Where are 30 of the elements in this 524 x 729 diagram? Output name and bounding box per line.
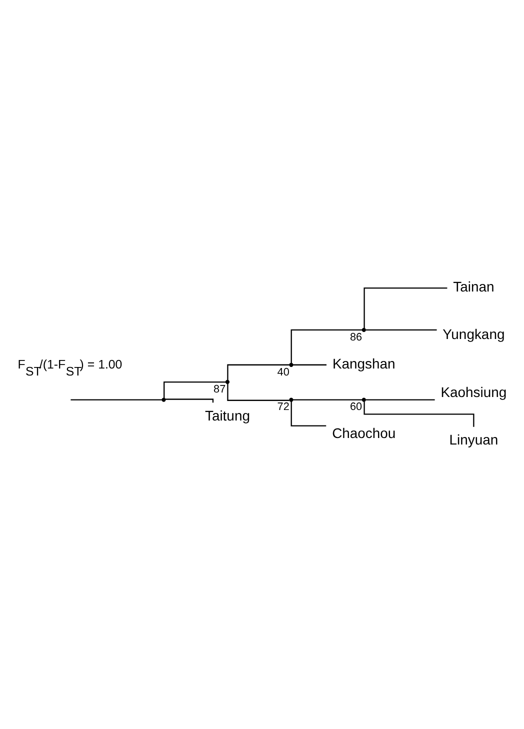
node-label: 72: [277, 401, 290, 414]
node-point: [362, 328, 366, 332]
node-point: [289, 362, 294, 367]
node-text: Chaochou: [332, 425, 396, 442]
node-point: [289, 398, 294, 402]
node-text: Yungkang: [442, 326, 505, 342]
node-text: Tainan: [453, 278, 494, 294]
node-text: Kaohsiung: [440, 384, 507, 400]
node-label: 86: [350, 331, 362, 344]
node-text: Kangshan: [332, 355, 396, 372]
connector: [366, 399, 435, 400]
connector: [364, 287, 448, 328]
connector: [293, 364, 326, 366]
node-label: 40: [277, 366, 290, 378]
node-point: [362, 398, 366, 402]
connector: [290, 402, 326, 426]
node-label: 87: [214, 383, 226, 396]
connector: [293, 399, 362, 400]
connector: [164, 381, 226, 398]
node-label: 60: [350, 401, 362, 414]
connector: [227, 364, 290, 380]
connector: [366, 329, 437, 331]
node-text: Taitung: [204, 407, 250, 424]
node-text: Linyuan: [449, 431, 498, 448]
node-point: [225, 380, 230, 384]
connector: [70, 399, 162, 400]
connector: [227, 384, 290, 401]
connector: [290, 329, 362, 364]
connector: [165, 398, 214, 403]
node-point: [162, 398, 166, 402]
